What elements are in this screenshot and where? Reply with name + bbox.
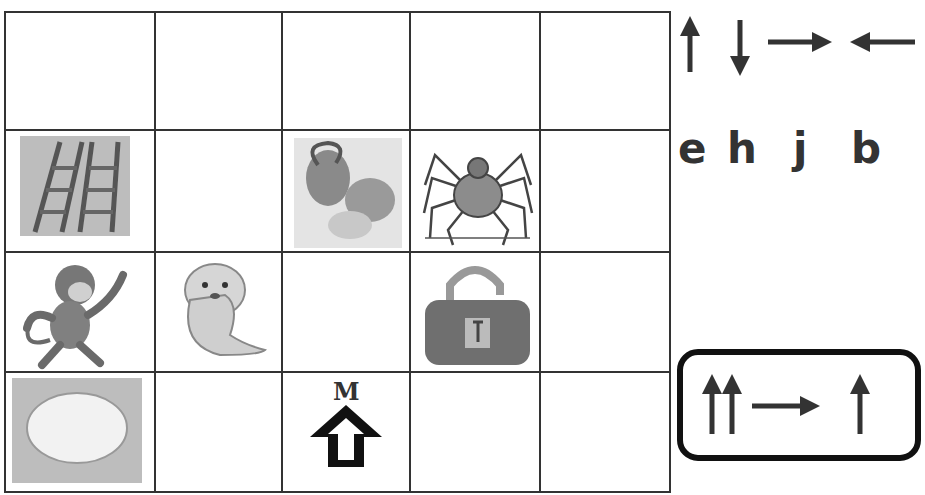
grid-lines <box>5 12 670 492</box>
program-frame <box>680 352 918 458</box>
start-arrow <box>310 405 382 467</box>
direction-arrows <box>690 20 915 72</box>
direction-letter: j <box>793 128 807 170</box>
ladder-picture <box>20 136 130 236</box>
direction-letter: e <box>678 128 707 170</box>
monkey-picture <box>27 265 123 365</box>
padlock-picture <box>425 270 530 365</box>
spider-picture <box>424 155 532 245</box>
pacifier-picture <box>294 138 402 248</box>
lemon-picture <box>12 378 142 483</box>
direction-letter: h <box>727 128 757 170</box>
robot-letter: M <box>331 380 362 404</box>
program-arrows <box>712 384 860 434</box>
direction-letter: b <box>851 128 881 170</box>
seal-picture <box>185 264 265 355</box>
